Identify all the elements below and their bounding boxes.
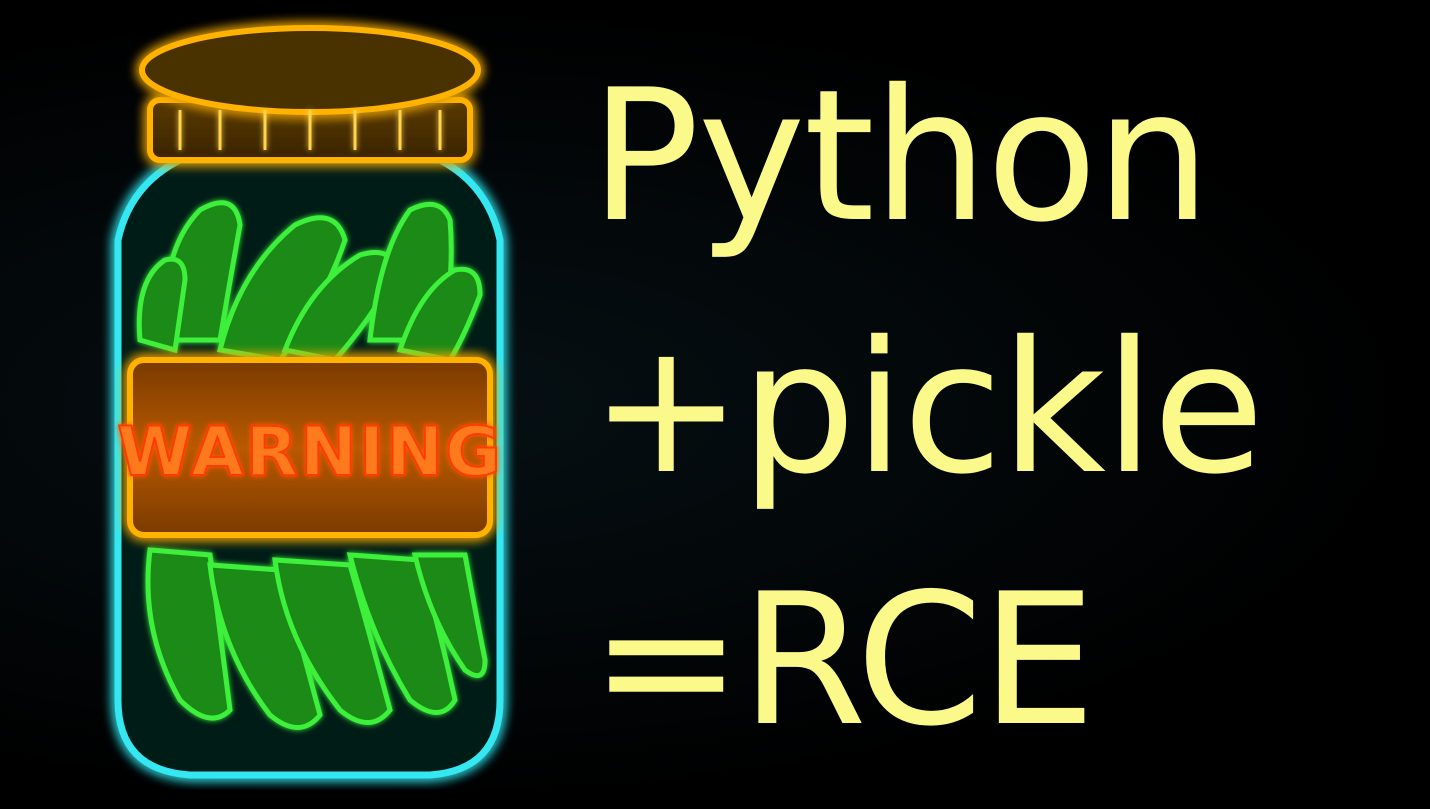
jar-lid-top: [139, 25, 481, 115]
headline-line-pickle: +pickle: [590, 302, 1265, 514]
headline-line-python: Python: [590, 50, 1211, 262]
warning-label-band: [127, 357, 493, 538]
headline-line-rce: =RCE: [590, 554, 1096, 766]
headline: Python +pickle =RCE: [590, 30, 1410, 786]
warning-label-text: WARNING: [117, 413, 503, 492]
pickles-lower: [145, 547, 488, 730]
pickle-jar-icon: WARNING: [70, 10, 550, 790]
pickles-upper: [136, 200, 483, 363]
